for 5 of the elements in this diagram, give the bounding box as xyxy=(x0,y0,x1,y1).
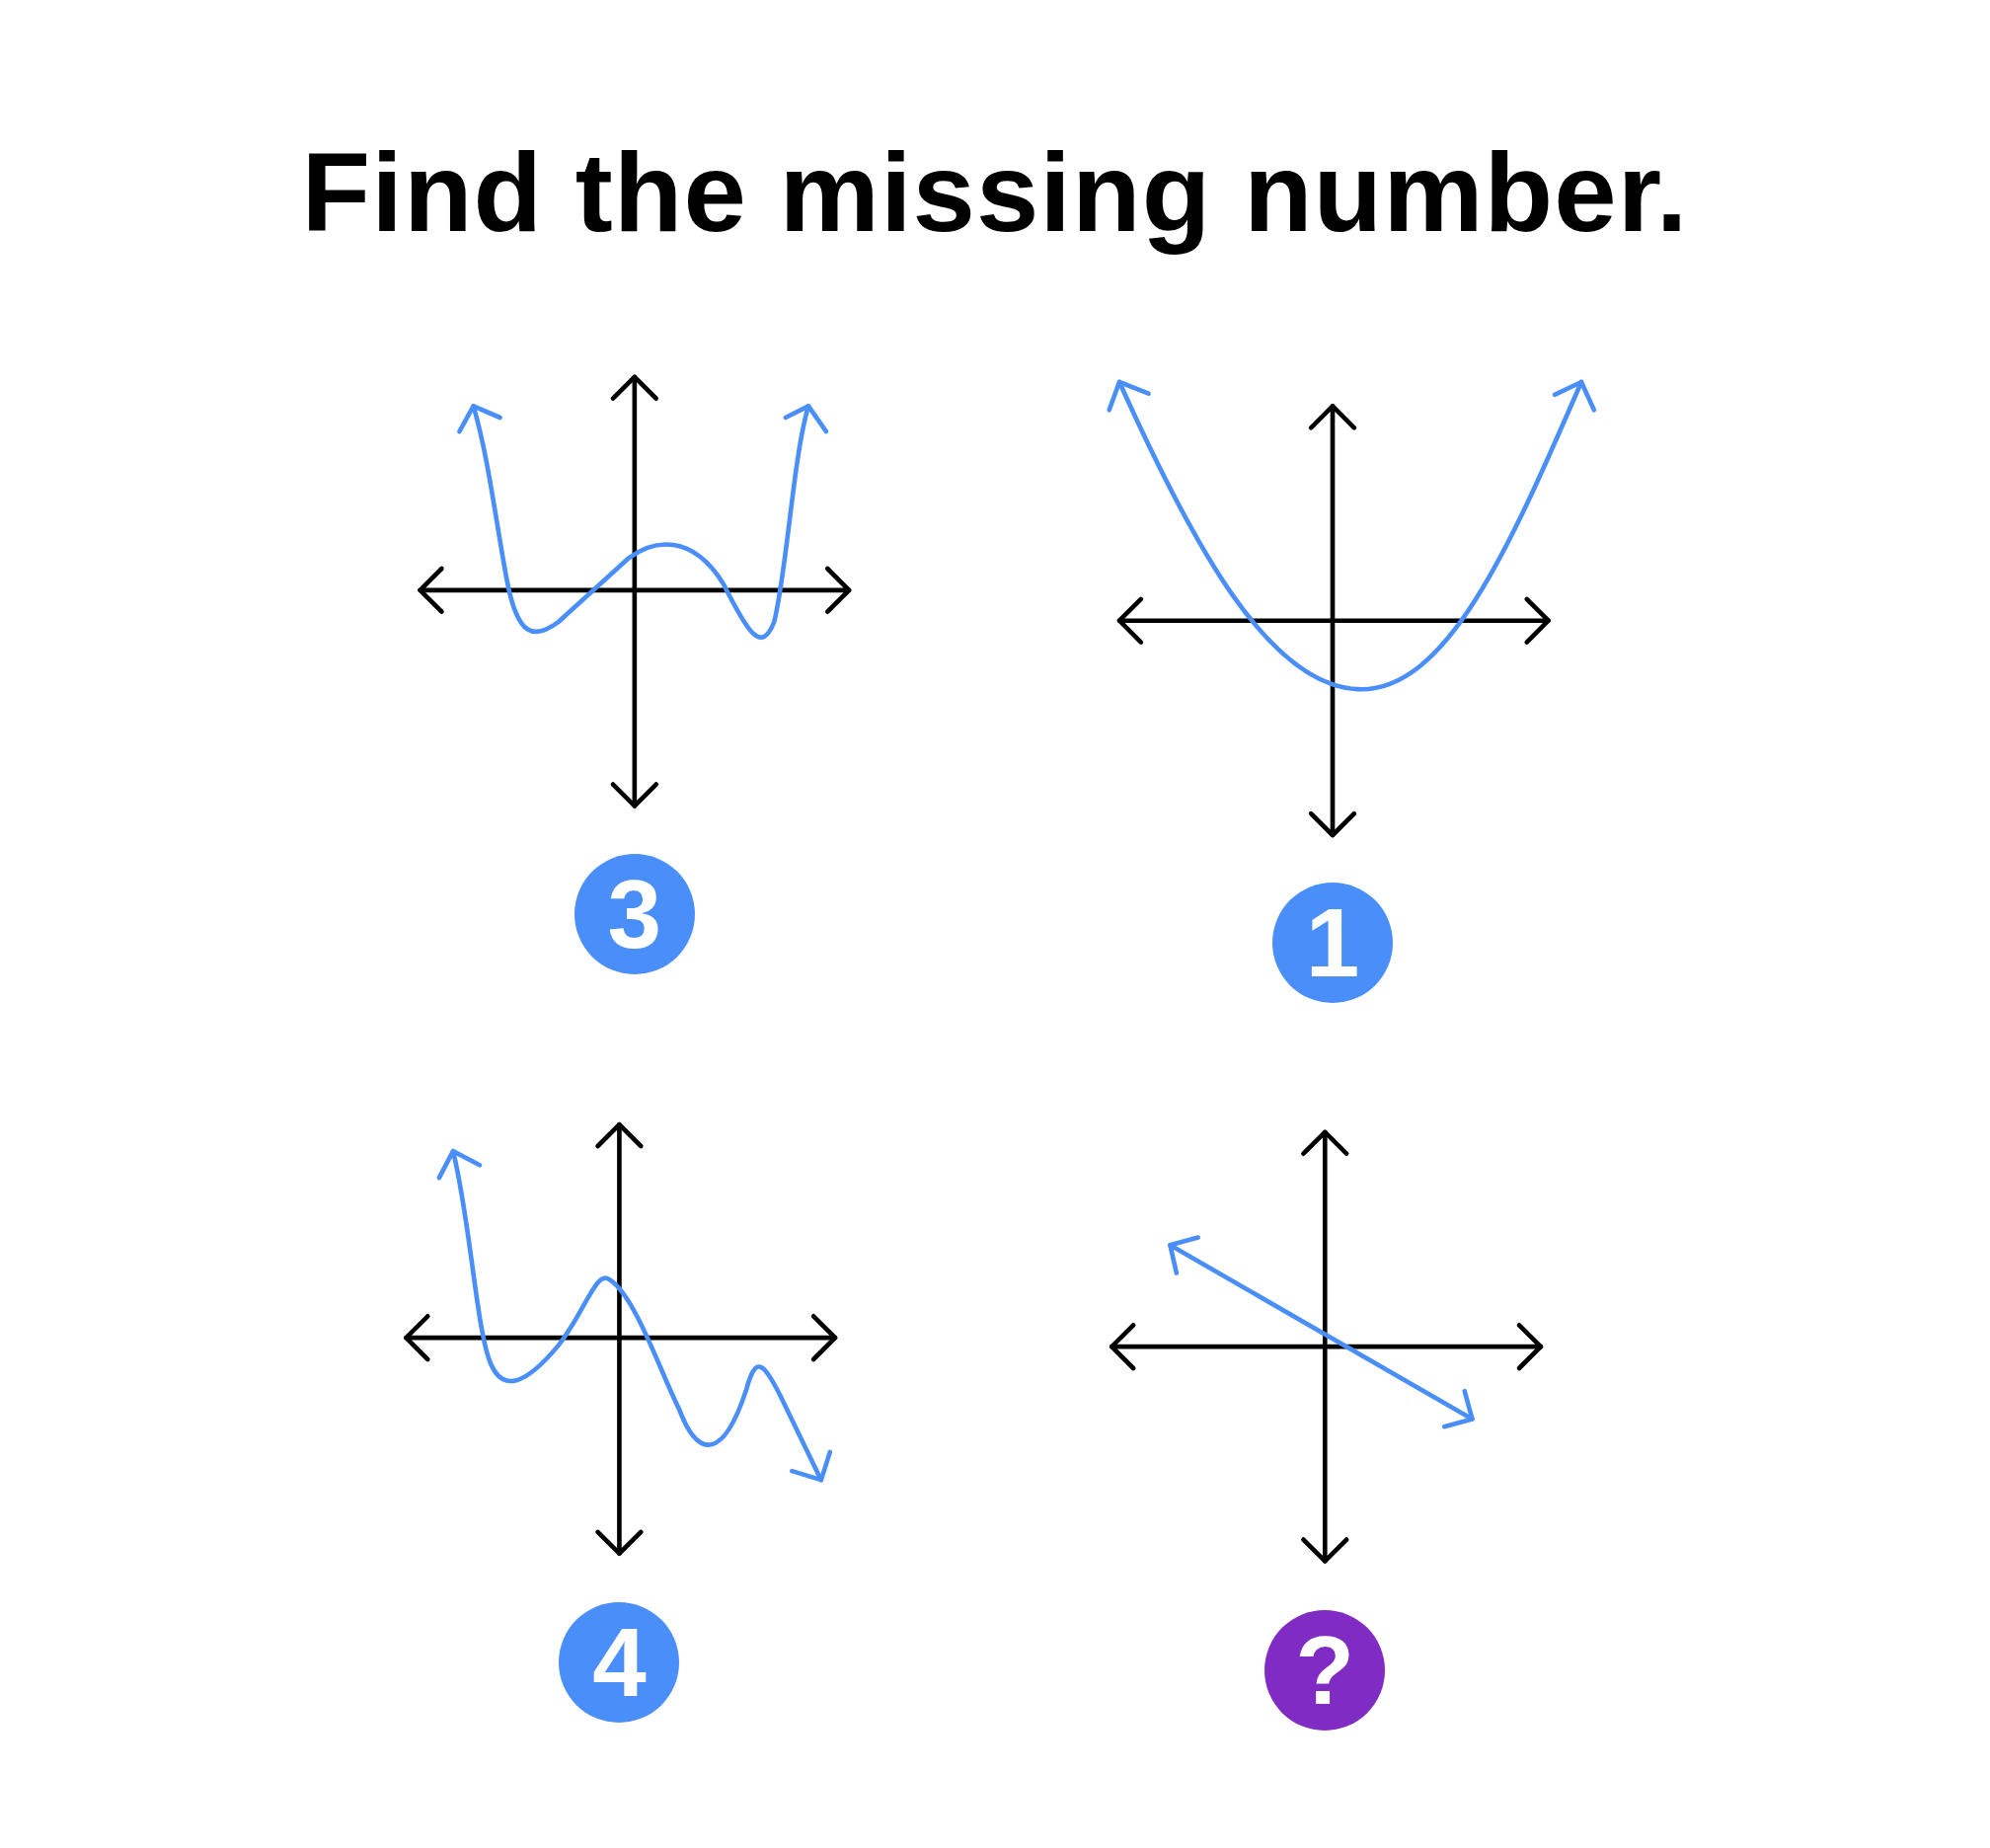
number-badge: 3 xyxy=(574,853,695,974)
title: Find the missing number. xyxy=(301,130,1689,255)
number-badge: 1 xyxy=(1272,883,1393,1004)
number-badge: 4 xyxy=(559,1602,680,1724)
missing-number-badge: ? xyxy=(1264,1610,1386,1731)
